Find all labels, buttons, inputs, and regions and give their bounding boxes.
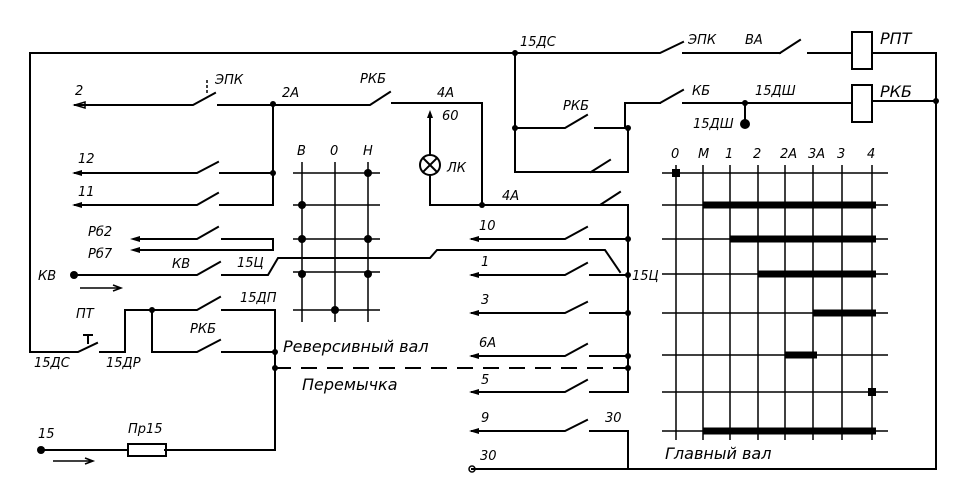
reverse-shaft-grid <box>293 162 380 322</box>
wire-left-loop <box>29 52 516 353</box>
coil-rkb <box>851 84 873 123</box>
wire-12 <box>74 160 274 174</box>
label-30: 30 <box>605 411 622 426</box>
label-rb2: Рб2 <box>88 225 112 240</box>
label-5: 5 <box>481 373 489 388</box>
main-shaft-contact <box>672 169 680 177</box>
label-1: 1 <box>481 255 489 270</box>
wire-rb <box>134 225 274 251</box>
label-col-0: 0 <box>330 144 338 159</box>
label-col-v: В <box>297 144 306 159</box>
label-60: 60 <box>442 109 459 124</box>
label-15: 15 <box>38 427 55 442</box>
arrow-up-icon <box>427 110 433 118</box>
main-shaft-grid <box>662 165 888 440</box>
label-15dsh: 15ДШ <box>755 84 796 99</box>
label-kb: КБ <box>692 84 710 99</box>
wire-11 <box>74 191 274 206</box>
wire-rkb-lower <box>151 309 276 353</box>
main-shaft-position-label: 4 <box>867 147 875 162</box>
main-shaft-position-label: 2А <box>780 147 797 162</box>
label-kv-contact: КВ <box>172 257 190 272</box>
wire-2 <box>74 90 483 206</box>
main-shaft-positions: 0 М 1 2 2А 3А 3 4 <box>671 147 875 162</box>
label-reverse-shaft: Реверсивный вал <box>283 337 429 356</box>
wire-rkb-branch <box>514 52 661 174</box>
label-3: 3 <box>481 293 489 308</box>
main-shaft-position-label: 2 <box>753 147 761 162</box>
main-shaft-contact <box>868 388 876 396</box>
center-wires <box>468 225 631 473</box>
label-10: 10 <box>479 219 496 234</box>
label-11: 11 <box>78 185 95 200</box>
label-wire-2: 2 <box>75 84 83 99</box>
fuse-icon <box>127 443 167 457</box>
terminal-15dsh <box>740 119 750 129</box>
main-shaft-position-label: 3 <box>837 147 845 162</box>
coil-rpt <box>851 31 873 70</box>
label-kv-terminal: КВ <box>38 269 56 284</box>
junction <box>625 125 631 131</box>
arrow-right-icon <box>80 284 124 292</box>
label-4a-center: 4А <box>502 189 519 204</box>
label-6a: 6А <box>479 336 496 351</box>
label-12: 12 <box>78 152 95 167</box>
label-15dr: 15ДР <box>106 356 141 371</box>
arrow-left-icon <box>72 170 82 208</box>
arrow-left-icon <box>130 236 140 253</box>
wire-kv <box>73 249 622 276</box>
wire-15dc <box>514 38 853 55</box>
label-15dsh-dot: 15ДШ <box>693 117 734 132</box>
wire-rpt-return <box>627 52 937 470</box>
junction <box>742 100 748 106</box>
label-lk: ЛК <box>446 161 467 176</box>
label-main-shaft: Главный вал <box>665 444 771 463</box>
button-pt-icon <box>83 334 93 344</box>
label-va: ВА <box>745 33 763 48</box>
label-rkb: РКБ <box>360 72 386 87</box>
label-15dc: 15ДС <box>520 35 557 50</box>
main-shaft-position-label: 3А <box>808 147 825 162</box>
wire-kb <box>627 88 853 104</box>
junction <box>270 170 276 176</box>
label-rkb-contact: РКБ <box>563 99 589 114</box>
label-30-terminal: 30 <box>480 449 497 464</box>
label-9: 9 <box>481 411 489 426</box>
junction <box>479 202 485 208</box>
lamp-icon <box>419 154 441 176</box>
main-shaft-position-label: 1 <box>725 147 733 162</box>
junction <box>512 125 518 131</box>
junction <box>933 98 939 104</box>
label-rpt: РПТ <box>880 29 913 48</box>
wire-15c-bus <box>594 204 629 391</box>
wire-15dp <box>124 295 276 451</box>
junction <box>149 307 155 313</box>
label-4a: 4А <box>437 86 454 101</box>
label-col-n: Н <box>363 144 373 159</box>
label-15dp: 15ДП <box>240 291 277 306</box>
label-15c-left: 15Ц <box>237 256 264 271</box>
arrow-right-icon <box>53 457 96 465</box>
junction <box>512 50 518 56</box>
label-epk-top: ЭПК <box>687 33 717 48</box>
label-2a: 2А <box>282 86 299 101</box>
lamp-cross <box>421 156 439 174</box>
label-epk: ЭПК <box>214 73 244 88</box>
label-fuse: Пр15 <box>128 422 163 437</box>
label-rb7: Рб7 <box>88 247 113 262</box>
label-pt: ПТ <box>76 307 95 322</box>
main-shaft-position-label: М <box>698 147 709 162</box>
junction <box>272 349 278 355</box>
main-shaft-position-label: 0 <box>671 147 679 162</box>
label-15dc-lower: 15ДС <box>34 356 71 371</box>
label-15c-center: 15Ц <box>632 269 659 284</box>
label-rkb-lower: РКБ <box>190 322 216 337</box>
label-rkb-coil: РКБ <box>880 82 912 101</box>
label-jumper: Перемычка <box>302 375 398 394</box>
arrow-left-icon <box>72 100 86 110</box>
